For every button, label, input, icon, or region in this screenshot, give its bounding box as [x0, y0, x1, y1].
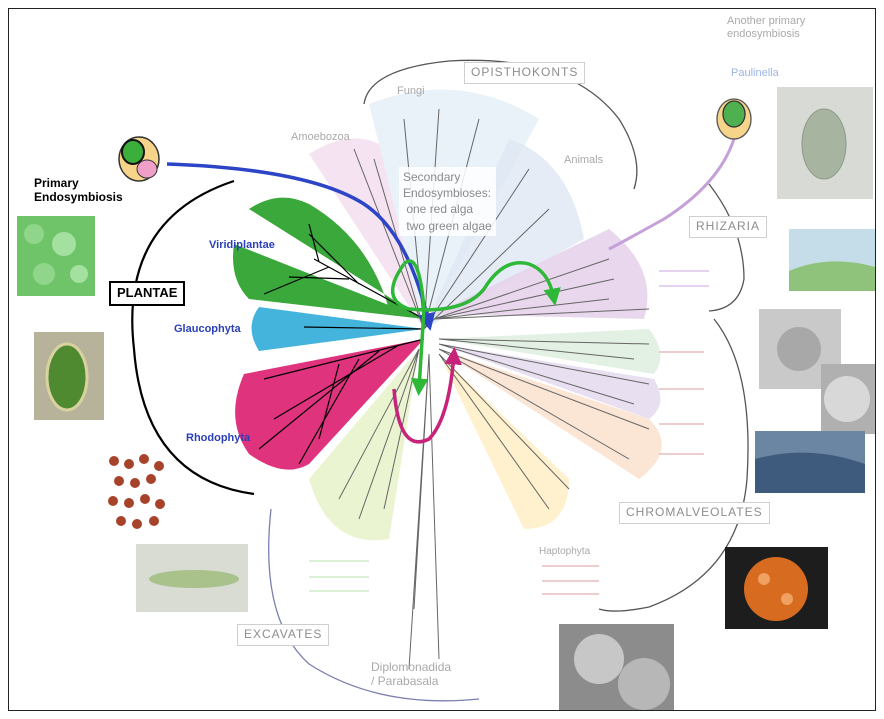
rhizaria-label: RHIZARIA	[689, 216, 768, 238]
diatom-photo	[755, 431, 865, 493]
green-secondary-arrow-2	[402, 259, 429, 396]
opisthokonts-label: OPISTHOKONTS	[464, 62, 586, 84]
viridiplantae-wedge	[249, 197, 424, 319]
glaucophyta-label: Glaucophyta	[174, 323, 241, 335]
faint-rhizaria-lines	[659, 270, 709, 287]
excavates-label: EXCAVATES	[237, 624, 330, 646]
chromalveolate-wedge-4	[439, 354, 569, 529]
excavate-wedge	[309, 349, 419, 541]
red-algae-photo	[105, 451, 167, 541]
fungi-label: Fungi	[397, 85, 425, 97]
paulinella-line	[608, 138, 736, 251]
euglena-photo	[136, 544, 248, 612]
paulinella-label: Paulinella	[731, 67, 779, 79]
animals-label: Animals	[564, 154, 604, 166]
dinoflagellate-photo	[725, 547, 828, 629]
glaucophyte-photo	[34, 332, 104, 420]
chromalveolate-wedge-2	[439, 344, 661, 419]
rhizaria-arc	[708, 183, 745, 312]
animal-wedge	[424, 139, 584, 329]
glaucophyta-branches	[303, 326, 425, 330]
plantae-bracket	[131, 179, 255, 496]
haptophyta-label: Haptophyta	[539, 546, 591, 557]
secondary-endosymbioses-label: Secondary Endosymbioses: one red alga tw…	[399, 167, 496, 236]
coccolithophore-photo	[559, 624, 674, 710]
rhizaria-wedge	[434, 229, 648, 319]
green-algae-photo	[17, 216, 95, 296]
faint-label-lines	[542, 351, 704, 595]
rhodophyta-label: Rhodophyta	[186, 432, 251, 444]
green-secondary-arrow-1	[390, 261, 561, 312]
chromalveolates-label: CHROMALVEOLATES	[619, 502, 770, 524]
excavate-arc	[268, 508, 480, 702]
primary-endosymbiosis-cell-icon	[118, 136, 160, 182]
viridiplantae-wedge-lower	[233, 244, 424, 319]
glaucophyta-wedge	[251, 307, 424, 351]
rhodophyta-branches	[258, 338, 425, 465]
amoebozoa-label: Amoebozoa	[291, 131, 350, 143]
eukaryote-tree-diagram	[17, 59, 875, 710]
rhodophyta-wedge	[235, 339, 424, 470]
chromalveolate-arc	[598, 318, 749, 612]
paulinella-cell-icon	[716, 98, 752, 140]
foraminifera-photo	[759, 309, 875, 434]
rhizaria-photo	[789, 229, 875, 291]
viridiplantae-branches	[263, 223, 425, 320]
primary-endosymbiosis-arrow	[166, 162, 436, 331]
viridiplantae-label: Viridiplantae	[209, 239, 275, 251]
red-secondary-arrow	[392, 347, 462, 444]
paulinella-photo	[777, 87, 873, 199]
diplomonadida-label: Diplomonadida / Parabasala	[371, 660, 452, 688]
primary-endosymbiosis-label: Primary Endosymbiosis	[34, 176, 123, 204]
another-primary-label: Another primary endosymbiosis	[727, 15, 806, 40]
figure-frame: Primary Endosymbiosis Another primary en…	[8, 8, 876, 711]
plantae-label: PLANTAE	[109, 281, 186, 306]
faint-excavate-lines	[309, 560, 369, 592]
